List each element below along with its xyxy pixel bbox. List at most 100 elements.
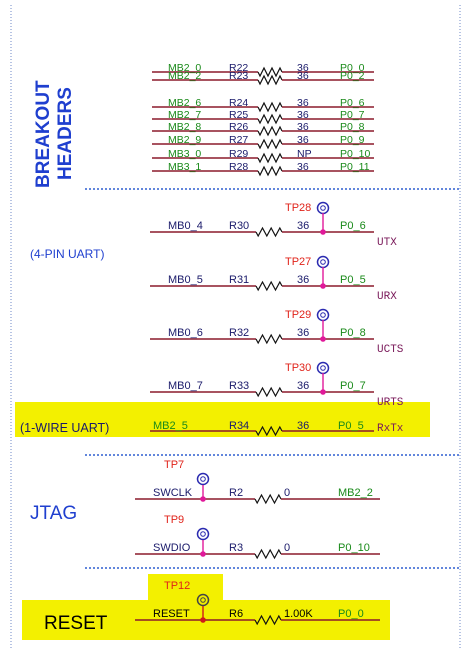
net-label: MB0_6 — [168, 327, 203, 339]
resistor-value: 36 — [297, 121, 309, 133]
net-label: MB3_1 — [168, 161, 201, 173]
junction-dot — [320, 283, 326, 289]
resistor-ref: R26 — [229, 121, 248, 133]
resistor-value: 1.00K — [284, 608, 313, 620]
junction-dot — [320, 229, 326, 235]
signal-name: UTX — [377, 237, 397, 249]
port-label: P0_7 — [340, 109, 365, 121]
junction-dot — [200, 551, 206, 557]
net-label: MB0_5 — [168, 274, 203, 286]
net-label: MB0_7 — [168, 380, 203, 392]
port-label: P0_6 — [340, 220, 366, 232]
resistor-ref: R32 — [229, 327, 249, 339]
net-label: P0_0 — [338, 608, 364, 620]
resistor-ref: R27 — [229, 134, 248, 146]
resistor-symbol — [255, 333, 283, 345]
test-point-ring — [196, 593, 210, 607]
port-label: P0_10 — [340, 148, 371, 160]
reset-label: RESET — [44, 613, 108, 634]
test-point-label: TP28 — [285, 202, 311, 214]
resistor-value: 36 — [297, 161, 309, 173]
reset-group: RESET R6 1.00K P0_0 TP12 — [135, 580, 380, 626]
resistor-symbol — [257, 113, 283, 125]
resistor-ref: R34 — [229, 420, 249, 432]
net-label: P0_10 — [338, 542, 370, 554]
resistor-ref: R3 — [229, 542, 243, 554]
port-label: P0_8 — [340, 121, 365, 133]
test-point-center — [200, 476, 206, 482]
resistor-value: NP — [297, 148, 312, 160]
resistor-ref: R6 — [229, 608, 243, 620]
uart4-label: (4-PIN UART) — [30, 247, 104, 261]
resistor-symbol — [257, 152, 283, 164]
resistor-value: 36 — [297, 220, 309, 232]
signal-name: UCTS — [377, 344, 404, 356]
net-label: MB2_9 — [168, 134, 201, 146]
jtag-label: JTAG — [30, 503, 77, 524]
resistor-symbol — [257, 125, 283, 137]
resistor-ref: R22 — [229, 62, 248, 74]
resistor-ref: R28 — [229, 161, 248, 173]
resistor-symbol — [257, 74, 283, 86]
test-point-label: TP12 — [164, 580, 190, 592]
resistor-symbol — [257, 66, 283, 78]
test-point-ring — [316, 361, 330, 375]
test-point-center — [320, 365, 326, 371]
test-point-label: TP29 — [285, 309, 311, 321]
test-point-ring — [316, 255, 330, 269]
resistor-value: 36 — [297, 134, 309, 146]
pin-label: SWCLK — [153, 487, 193, 499]
resistor-symbol — [254, 493, 282, 505]
test-point-ring — [196, 527, 210, 541]
port-label: P0_7 — [340, 380, 366, 392]
resistor-value: 36 — [297, 274, 309, 286]
breakout-title-line2: HEADERS — [55, 87, 76, 180]
resistor-ref: R23 — [229, 70, 248, 82]
test-point-center — [320, 312, 326, 318]
test-point-center — [320, 205, 326, 211]
signal-name: RxTx — [377, 423, 404, 435]
test-point-center — [320, 259, 326, 265]
test-point-label: TP7 — [164, 459, 184, 471]
junction-dot — [200, 617, 206, 623]
resistor-value: 36 — [297, 70, 309, 82]
resistor-symbol — [255, 280, 283, 292]
breakout-title-line1: BREAKOUT — [33, 80, 54, 188]
test-point-center — [200, 531, 206, 537]
resistor-value: 36 — [297, 62, 309, 74]
net-label: MB2_7 — [168, 109, 201, 121]
resistor-value: 0 — [284, 542, 290, 554]
pin-label: SWDIO — [153, 542, 191, 554]
net-label: MB2_2 — [338, 487, 373, 499]
port-label: P0_5 — [338, 420, 364, 432]
junction-dot — [320, 336, 326, 342]
port-label: P0_5 — [340, 274, 366, 286]
resistor-symbol — [254, 614, 282, 626]
net-label: MB2_5 — [153, 420, 188, 432]
port-label: P0_6 — [340, 97, 365, 109]
pin-label: RESET — [153, 608, 190, 620]
port-label: P0_11 — [340, 161, 370, 173]
net-label: MB2_6 — [168, 97, 201, 109]
net-label: MB2_2 — [168, 70, 201, 82]
resistor-ref: R24 — [229, 97, 248, 109]
resistor-symbol — [255, 425, 283, 437]
signal-name: URX — [377, 291, 397, 303]
reset-highlight-tp — [148, 574, 223, 604]
signal-name: URTS — [377, 397, 404, 409]
port-label: P0_2 — [340, 70, 365, 82]
test-point-ring — [316, 308, 330, 322]
test-point-label: TP30 — [285, 362, 311, 374]
resistor-symbol — [255, 226, 283, 238]
resistor-ref: R30 — [229, 220, 249, 232]
resistor-ref: R2 — [229, 487, 243, 499]
resistor-ref: R29 — [229, 148, 248, 160]
resistor-value: 36 — [297, 420, 309, 432]
net-label: MB2_0 — [168, 62, 201, 74]
resistor-symbol — [257, 138, 283, 150]
uart1-label: (1-WIRE UART) — [20, 421, 109, 435]
